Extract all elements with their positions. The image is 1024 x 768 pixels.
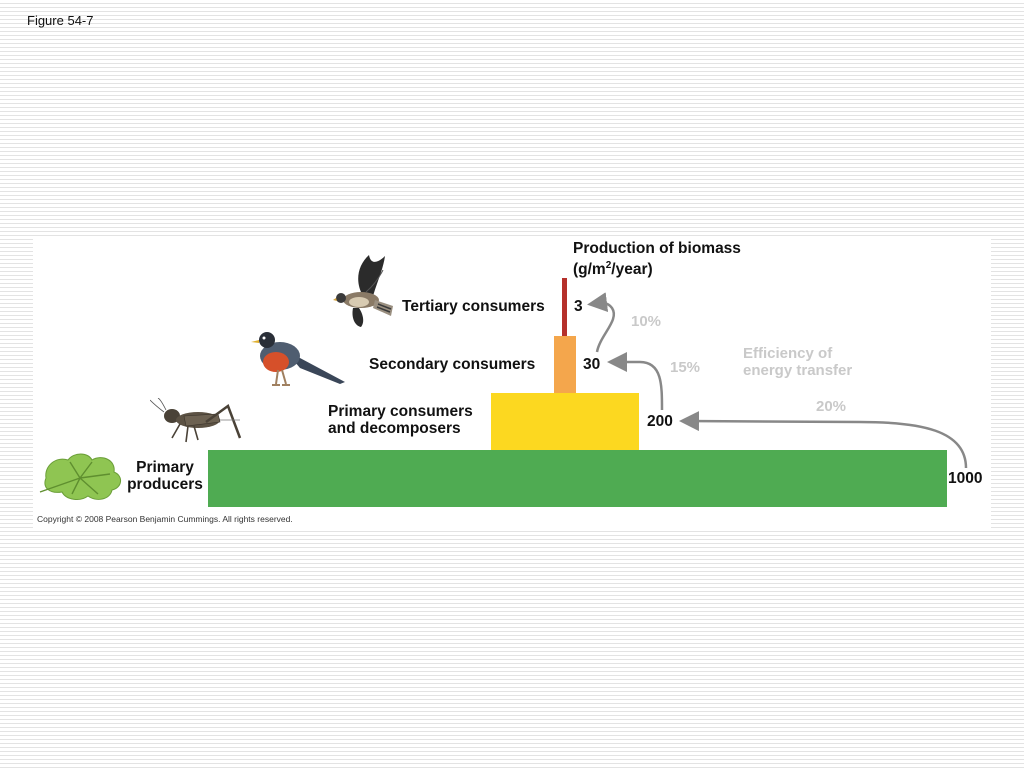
label-primary-consumers-line1: Primary consumers <box>328 403 473 420</box>
production-heading: Production of biomass (g/m2/year) <box>573 240 741 278</box>
bar-secondary-consumers <box>554 336 576 393</box>
copyright-notice: Copyright © 2008 Pearson Benjamin Cummin… <box>37 514 293 524</box>
bar-primary-producers <box>208 450 947 507</box>
production-heading-line1: Production of biomass <box>573 240 741 257</box>
label-tertiary-consumers: Tertiary consumers <box>402 298 545 315</box>
cricket-icon <box>150 398 242 443</box>
superscript-2: 2 <box>605 260 612 271</box>
label-primary-producers: Primary producers <box>123 459 207 493</box>
value-primary-producers: 1000 <box>948 470 983 487</box>
efficiency-heading-line1: Efficiency of <box>743 345 833 362</box>
arrow-1000-to-200 <box>679 411 968 469</box>
arrow-200-to-30 <box>607 352 664 411</box>
value-secondary: 30 <box>583 356 601 373</box>
bar-tertiary-consumers <box>562 278 567 336</box>
efficiency-15-percent: 15% <box>670 359 701 376</box>
bar-primary-consumers <box>491 393 639 450</box>
label-primary-consumers-line2: and decomposers <box>328 420 461 437</box>
production-heading-line2: (g/m2/year) <box>573 260 653 279</box>
efficiency-heading-line2: energy transfer <box>743 362 853 379</box>
value-primary-consumers: 200 <box>647 413 673 430</box>
efficiency-heading: Efficiency of energy transfer <box>743 345 852 379</box>
label-primary-producers-line2: producers <box>127 476 203 493</box>
efficiency-10-percent: 10% <box>631 313 662 330</box>
robin-icon <box>251 332 345 386</box>
falcon-icon <box>333 255 393 327</box>
label-primary-consumers: Primary consumers and decomposers <box>328 403 473 437</box>
efficiency-20-percent: 20% <box>816 398 847 415</box>
label-secondary-consumers: Secondary consumers <box>369 356 536 373</box>
figure-label: Figure 54-7 <box>27 13 94 28</box>
leaf-icon <box>39 453 121 500</box>
label-primary-producers-line1: Primary <box>136 459 194 476</box>
value-tertiary: 3 <box>574 298 583 315</box>
arrow-30-to-3 <box>587 292 616 353</box>
